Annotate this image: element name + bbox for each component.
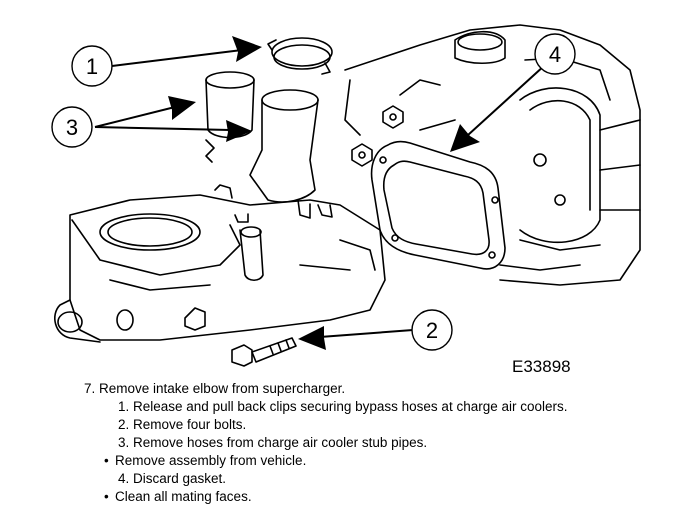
callout-arrows — [94, 36, 546, 350]
bullet-symbol: • — [104, 453, 109, 468]
illustration-svg: 1 3 4 2 E33898 — [51, 24, 641, 375]
callout-label-4: 4 — [549, 42, 561, 67]
exploded-view-illustration: 1 3 4 2 E33898 — [51, 24, 641, 375]
sub-step-1: 1. Release and pull back clips securing … — [118, 399, 568, 414]
sub-step-3: 3. Remove hoses from charge air cooler s… — [118, 435, 428, 450]
bullet-text: Clean all mating faces. — [115, 489, 252, 504]
sub-step-4: 4. Discard gasket. — [118, 471, 227, 486]
bullet-item-remove-assembly: • Remove assembly from vehicle. — [104, 453, 306, 469]
intake-elbow-drawing — [54, 184, 386, 343]
engine-block-drawing — [344, 24, 641, 286]
bypass-hoses-drawing — [205, 71, 319, 203]
gasket-drawing — [370, 140, 506, 270]
callout-label-2: 2 — [426, 318, 438, 343]
callout-label-1: 1 — [86, 54, 98, 79]
callout-label-3: 3 — [66, 115, 78, 140]
bolt-drawing — [231, 337, 297, 367]
figure-id: E33898 — [512, 357, 571, 375]
sub-step-2: 2. Remove four bolts. — [118, 417, 247, 432]
hose-clip-drawing — [267, 37, 333, 75]
bullet-symbol: • — [104, 489, 109, 504]
callout-circles — [51, 33, 576, 351]
bullet-item-clean-faces: • Clean all mating faces. — [104, 489, 252, 505]
bullet-text: Remove assembly from vehicle. — [115, 453, 307, 468]
main-step: 7. Remove intake elbow from supercharger… — [84, 381, 346, 396]
